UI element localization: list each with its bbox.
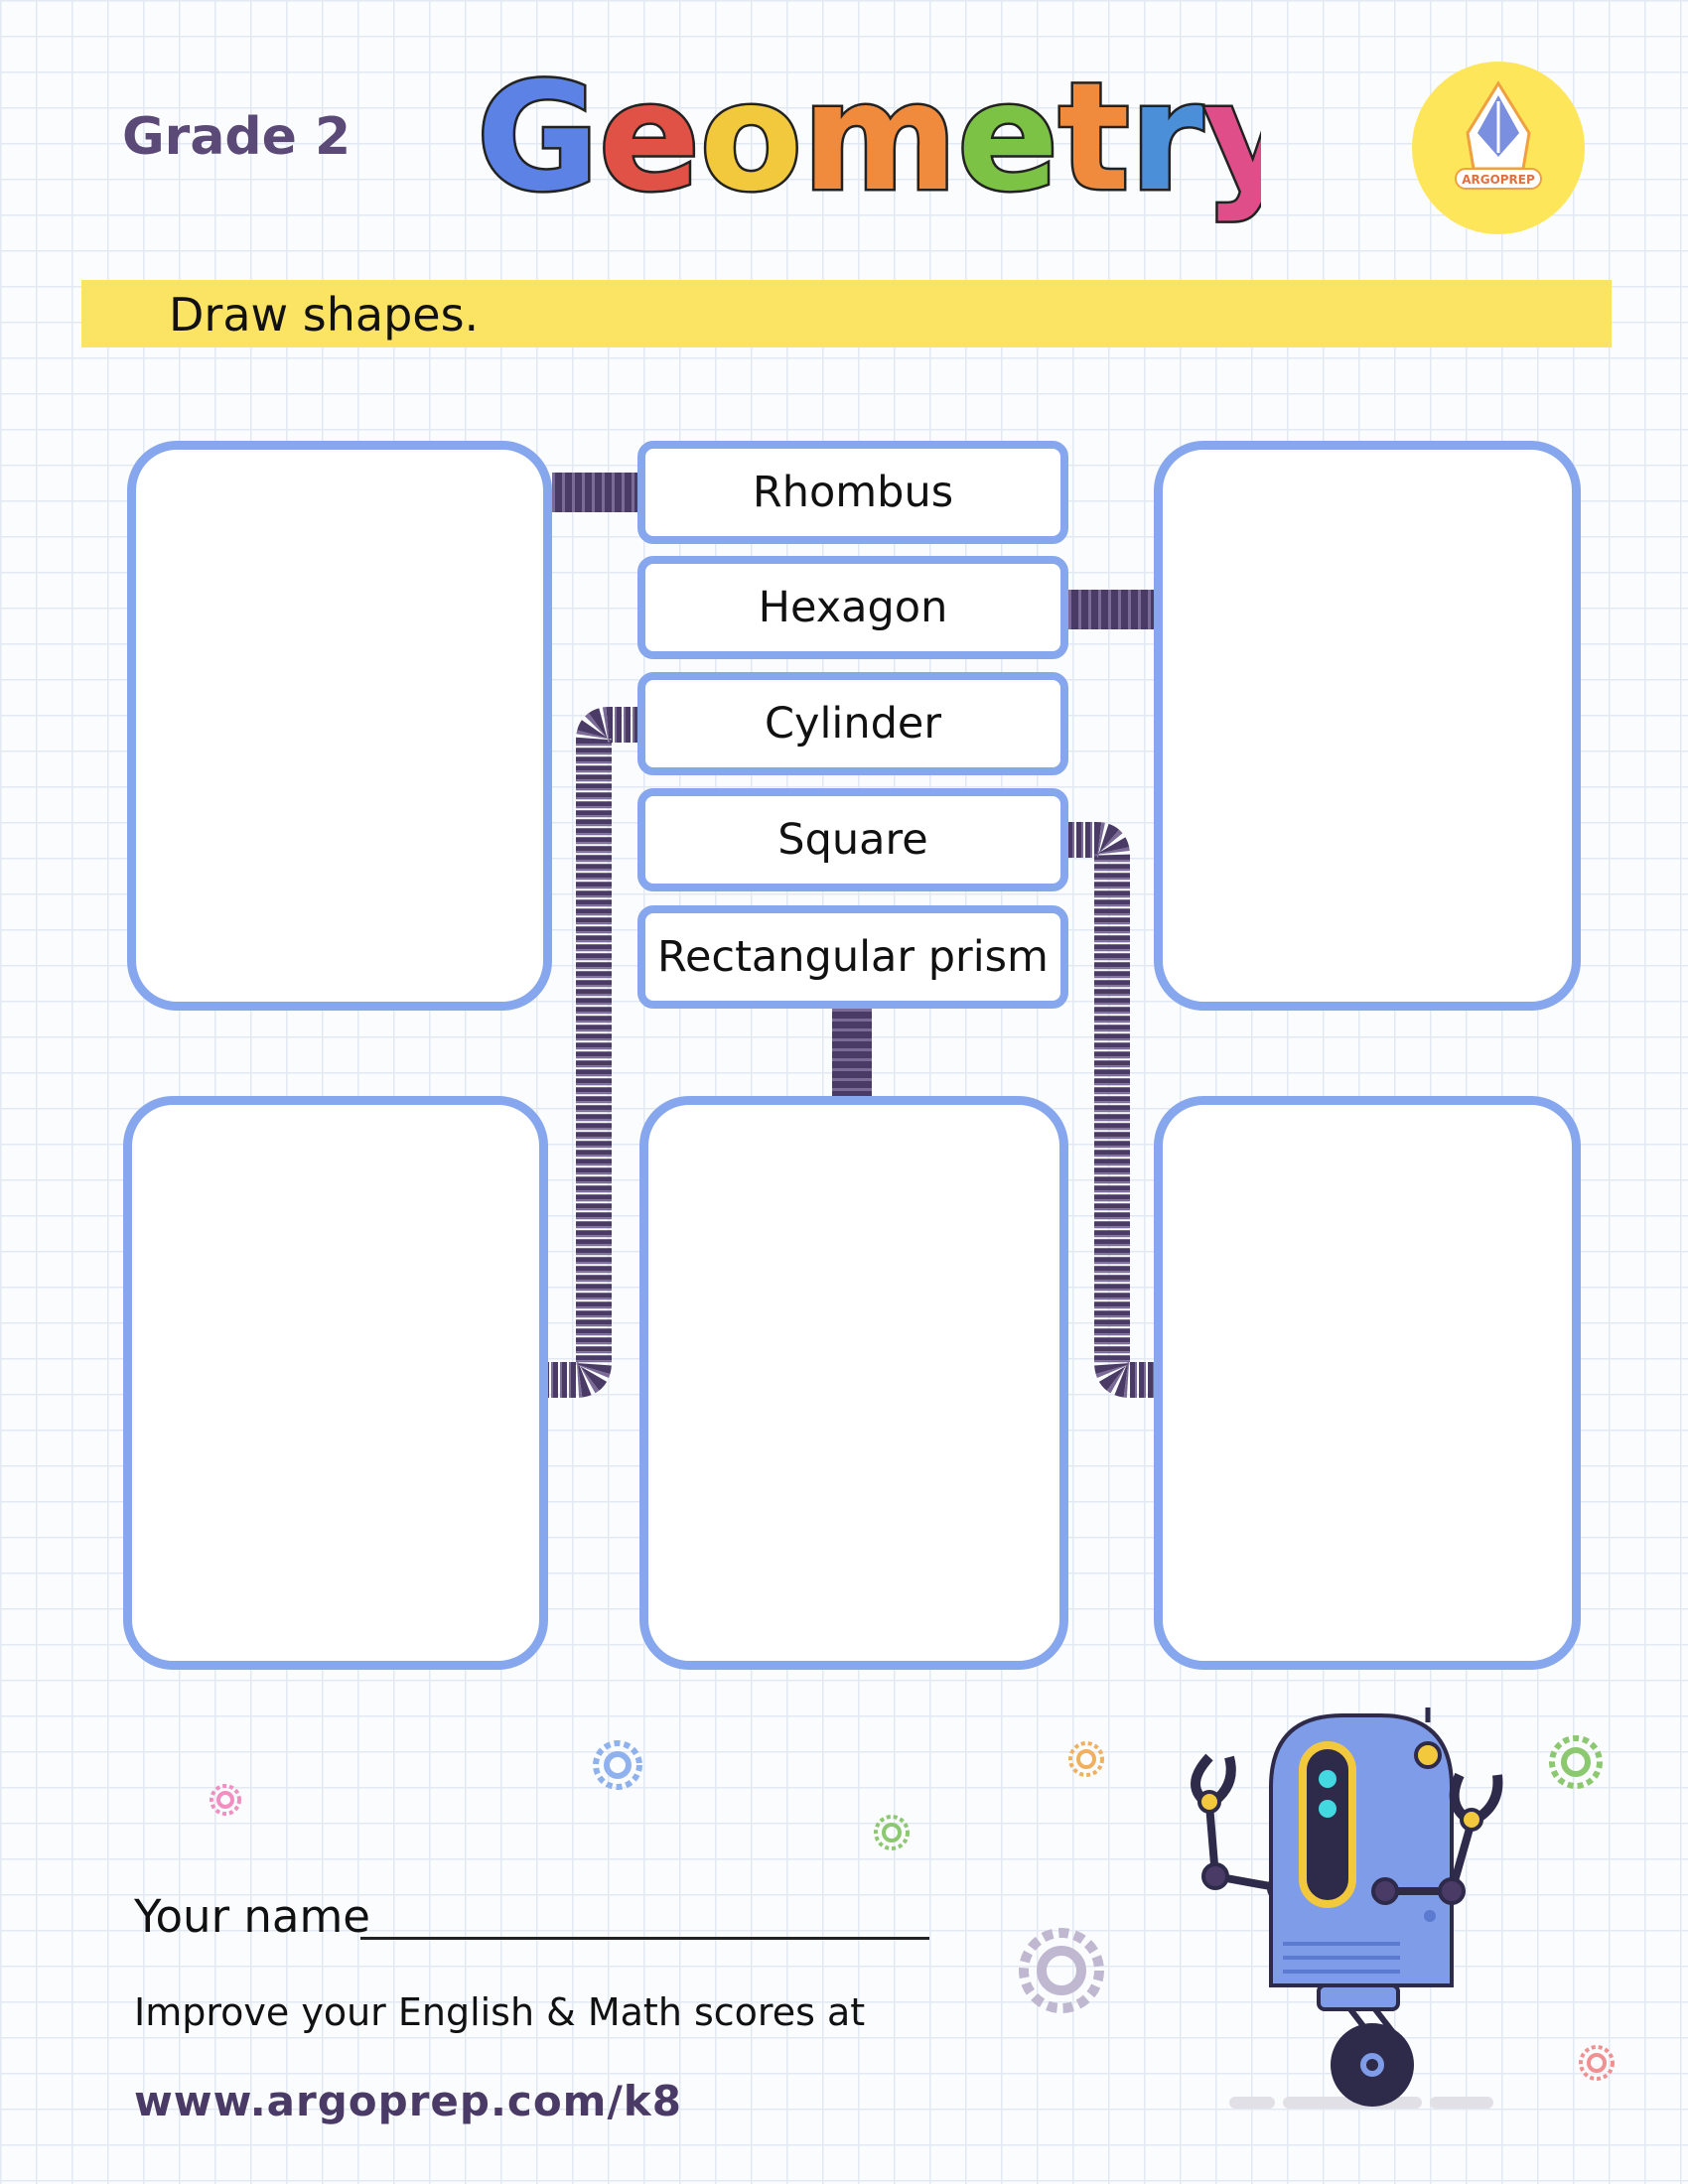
svg-text:ARGOPREP: ARGOPREP	[1462, 173, 1535, 187]
pipe	[552, 473, 641, 512]
drawing-box-top-right[interactable]	[1154, 441, 1581, 1011]
shape-label-cylinder: Cylinder	[637, 672, 1068, 775]
gear-icon	[1579, 2045, 1615, 2081]
shape-label-hexagon: Hexagon	[637, 556, 1068, 659]
pipe	[832, 1007, 872, 1098]
pipe	[1067, 590, 1157, 629]
website-link[interactable]: www.argoprep.com/k8	[134, 2077, 682, 2125]
drawing-box-top-left[interactable]	[127, 441, 552, 1011]
robot-illustration	[1191, 1707, 1503, 2109]
pipe	[548, 707, 639, 1398]
pipe	[1067, 822, 1157, 1398]
instruction-text: Draw shapes.	[169, 288, 480, 341]
name-field-label: Your name	[134, 1890, 370, 1943]
shape-label-rectangular-prism: Rectangular prism	[637, 905, 1068, 1009]
gear-icon	[874, 1815, 910, 1850]
instruction-banner: Draw shapes.	[81, 280, 1612, 347]
gear-icon	[1068, 1741, 1104, 1777]
promo-text: Improve your English & Math scores at	[134, 1990, 866, 2034]
gear-icon	[593, 1740, 642, 1790]
drawing-box-bottom-middle[interactable]	[639, 1096, 1068, 1670]
argoprep-logo-icon: ARGOPREP	[1412, 62, 1585, 234]
gear-icon	[1549, 1735, 1603, 1789]
shape-label-rhombus: Rhombus	[637, 441, 1068, 544]
gear-icon	[1019, 1928, 1104, 2013]
name-input-line[interactable]	[360, 1937, 929, 1940]
page-title: Geometry	[475, 50, 1262, 227]
grade-label: Grade 2	[122, 107, 352, 167]
drawing-box-bottom-right[interactable]	[1154, 1096, 1581, 1670]
shape-label-square: Square	[637, 788, 1068, 891]
page-title-text: Geometry	[477, 52, 1261, 224]
gear-icon	[210, 1784, 241, 1816]
drawing-box-bottom-left[interactable]	[123, 1096, 548, 1670]
